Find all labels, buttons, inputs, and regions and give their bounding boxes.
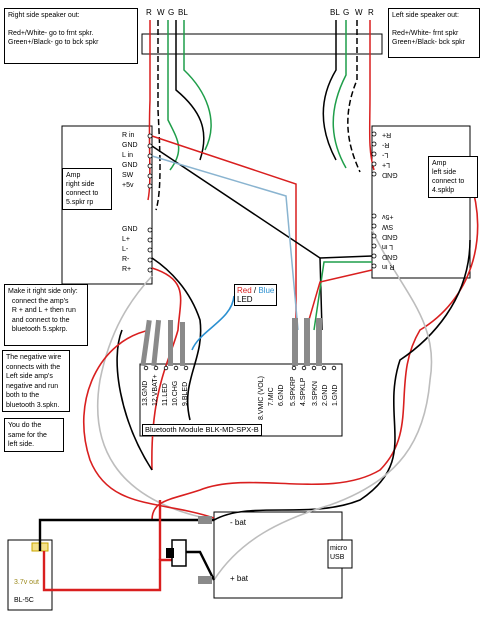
bt-pin-5-spkrp: 5.SPKRP — [290, 376, 297, 406]
negative-note: The negative wire connects with the Left… — [2, 350, 70, 412]
bt-pin-3-spkn: 3.SPKN — [312, 381, 319, 406]
amp-left-note: Amp left side connect to 4.spklp — [428, 156, 478, 198]
led-label: Red / Blue LED — [234, 284, 278, 306]
amp-left-pin-l-in: L in — [382, 243, 394, 250]
audio-input-wires — [151, 135, 373, 331]
amp-left-box — [371, 125, 471, 279]
right-speaker-wires — [147, 20, 212, 211]
amp-right-pin-gnd-1: GND — [122, 142, 138, 149]
amp-right-pin-l-minus: L- — [122, 246, 129, 253]
instruction-note: Make it right side only: connect the amp… — [4, 284, 88, 346]
neg-bat-label: - bat — [230, 518, 247, 527]
bt-pin-12-vbat: 12.VBAT+ — [152, 374, 159, 406]
amp-right-pin-5v: +5v — [122, 182, 134, 189]
amp-right-pin-r-plus: R+ — [122, 266, 132, 273]
same-note: You do the same for the left side. — [4, 418, 64, 452]
amp-right-pin-sw: SW — [122, 172, 134, 179]
amp-left-pin-r-in: R in — [382, 263, 395, 270]
amp-left-pin-gnd-1: GND — [382, 171, 398, 178]
top-wire-label-w-left: W — [157, 8, 165, 17]
amp-left-pin-gnd-2: GND — [382, 233, 398, 240]
amp-left-pin-5v: +5v — [382, 213, 394, 220]
bt-pin-2-gnd: 2.GND — [322, 384, 329, 406]
bt-pin-13-gnd: 13.GND — [142, 380, 149, 406]
top-wire-label-w-right: W — [355, 8, 363, 17]
amp-right-pin-r-minus: R- — [122, 256, 130, 263]
top-wire-label-r-left: R — [146, 8, 152, 17]
amp-right-note: Amp right side connect to 5.spkr rp — [62, 168, 112, 210]
bt-pin-4-spklp: 4.SPKLP — [300, 377, 307, 406]
amp-right-pin-gnd-2: GND — [122, 162, 138, 169]
pos-bat-terminal — [198, 576, 212, 584]
amp-left-pin-r-minus: R- — [382, 141, 390, 148]
amp-left-pin-l-minus: L- — [382, 151, 389, 158]
micro-usb-box — [327, 539, 353, 569]
neg-bat-terminal — [198, 516, 212, 524]
micro-usb-label: micro USB — [330, 545, 348, 561]
amp-left-pin-l-plus: L+ — [382, 161, 390, 168]
amp-left-pin-r-plus: R+ — [382, 131, 392, 138]
led-wire — [191, 295, 235, 351]
amp-left-pin-circles — [371, 131, 377, 269]
amp-left-pin-gnd-3: GND — [382, 253, 398, 260]
bt-header-plugs — [140, 318, 322, 367]
amp-right-pin-r-in: R in — [122, 132, 135, 139]
pos-bat-label: + bat — [230, 574, 249, 583]
amp-right-pin-circles — [147, 133, 153, 273]
top-wire-label-g-left: G — [168, 8, 175, 17]
bt-pin-1-gnd: 1.GND — [332, 384, 339, 406]
bt-pin-10-chg: 10.CHG — [172, 380, 179, 406]
battery-out-label: 3.7v out — [14, 579, 39, 586]
power-loop-wires — [82, 179, 479, 581]
amp-right-pin-l-in: L in — [122, 152, 134, 159]
top-wire-label-bl-left: BL — [178, 8, 188, 17]
bt-pin-8-vmic: 8.VMIC (VOL) — [258, 376, 265, 420]
bt-pin-9-bled: 9.BLED — [182, 381, 189, 406]
battery-wires — [38, 500, 216, 592]
bt-pin-11-led: 11.LED — [162, 383, 169, 406]
right-speaker-note: Right side speaker out: Red+/White- go t… — [4, 8, 138, 64]
power-switch — [171, 539, 187, 567]
bt-module-label: Bluetooth Module BLK-MD-SPX-B — [142, 424, 262, 436]
top-wire-label-bl-right: BL — [330, 8, 340, 17]
switch-lever — [166, 548, 174, 558]
left-speaker-note: Left side speaker out: Red+/White- frnt … — [388, 8, 480, 58]
speaker-harness-bar — [141, 33, 383, 55]
amp-right-pin-l-plus: L+ — [122, 236, 130, 243]
top-wire-label-r-right: R — [368, 8, 374, 17]
bt-pin-7-mic: 7.MIC — [268, 387, 275, 406]
left-speaker-wires — [322, 20, 375, 173]
amp-left-pin-sw: SW — [382, 223, 394, 230]
bt-pin-6-gnd: 6.GND — [278, 384, 285, 406]
battery-name-label: BL-5C — [14, 597, 34, 604]
led-red-text: Red — [237, 286, 252, 295]
bt-pin-circles — [143, 365, 337, 371]
amp-right-pin-gnd-3: GND — [122, 226, 138, 233]
led-blue-text: Blue — [258, 286, 275, 295]
top-wire-label-g-right: G — [343, 8, 350, 17]
